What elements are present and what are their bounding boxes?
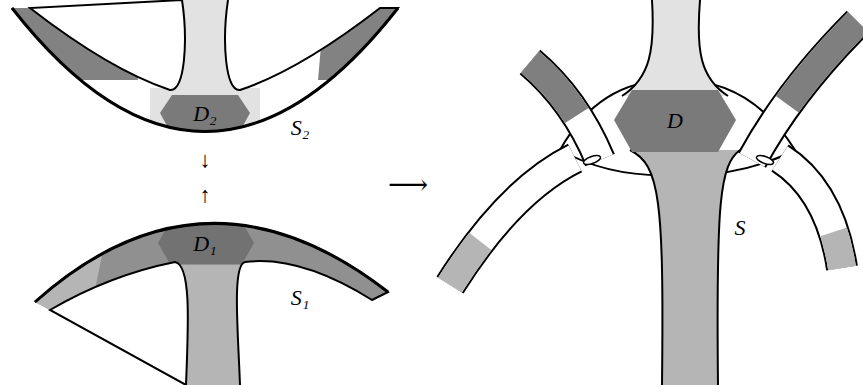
disk	[614, 90, 736, 152]
surface-band	[35, 223, 388, 385]
band-outline	[752, 22, 858, 160]
disk-label: D₂	[193, 103, 217, 125]
arrow-symbol: ↓	[200, 149, 211, 171]
band	[780, 158, 842, 268]
surface-label: S₂	[291, 117, 310, 139]
surface-label: S₁	[291, 287, 310, 309]
hole	[582, 154, 601, 167]
arrow-symbol: ⟶	[388, 171, 428, 199]
tube	[630, 150, 740, 385]
band-end	[530, 62, 577, 116]
tube-outline	[622, 0, 728, 96]
tube	[622, 0, 728, 96]
arrow-symbol: ↑	[200, 184, 211, 206]
disk-label: D₁	[193, 233, 217, 255]
band-outline	[450, 158, 575, 285]
surface-s2	[0, 0, 420, 140]
surface-outline	[35, 223, 388, 385]
surface-s1	[0, 222, 388, 385]
band-outline	[530, 62, 600, 160]
band	[752, 22, 858, 160]
surface-edge	[12, 8, 398, 132]
hole	[755, 154, 774, 167]
band-end	[834, 232, 842, 268]
band-outline	[780, 158, 842, 268]
band	[530, 62, 600, 160]
surface-s	[450, 0, 858, 385]
band	[450, 158, 575, 285]
disk-label: D	[667, 110, 683, 132]
band-end	[318, 0, 420, 80]
band-end	[787, 22, 858, 104]
tube-outline	[630, 150, 740, 385]
surface-outline	[12, 0, 398, 132]
tube	[160, 265, 260, 385]
surface-label: S	[735, 217, 746, 239]
surface-edge	[35, 223, 388, 302]
band-end	[450, 241, 480, 285]
tube	[170, 0, 240, 96]
band-end	[0, 0, 138, 80]
